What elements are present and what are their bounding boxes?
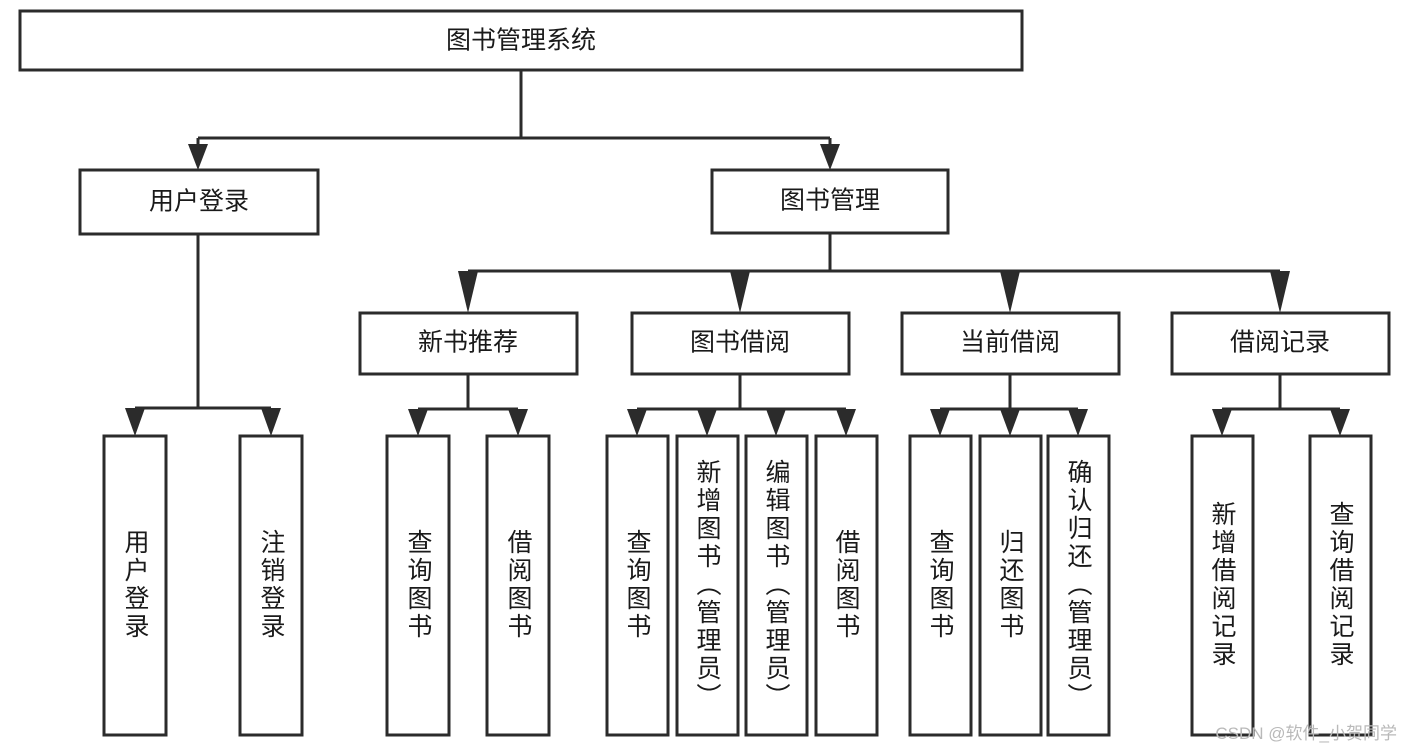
node-leaf7[interactable]: 编辑图书（管理员） [744, 434, 809, 737]
node-leaf9-box[interactable] [908, 434, 973, 737]
csdn-watermark: CSDN @软件_小贺同学 [1215, 724, 1397, 743]
node-leaf13-label: 查询借阅记录 [1326, 501, 1355, 669]
node-leaf13[interactable]: 查询借阅记录 [1308, 434, 1373, 737]
node-root-label: 图书管理系统 [446, 27, 596, 55]
node-leaf10[interactable]: 归还图书 [978, 434, 1043, 737]
node-leaf1-label: 用户登录 [121, 529, 150, 641]
arrow-to-leaf11 [1068, 409, 1088, 436]
node-current-box[interactable] [900, 311, 1121, 376]
node-leaf12-box[interactable] [1190, 434, 1255, 737]
arrow-to-leaf2 [261, 408, 281, 436]
arrow-to-records [1270, 271, 1290, 313]
node-leaf2-label: 注销登录 [257, 529, 286, 641]
node-root[interactable]: 图书管理系统 [18, 9, 1024, 72]
arrow-to-leaf1 [125, 408, 145, 436]
arrow-to-leaf8 [836, 409, 856, 436]
node-leaf11-label: 确认归还（管理员） [1064, 459, 1093, 711]
node-leaf4-label: 借阅图书 [504, 529, 533, 641]
node-leaf1-box[interactable] [102, 434, 168, 737]
node-leaf11[interactable]: 确认归还（管理员） [1046, 434, 1111, 737]
node-leaf3-label: 查询图书 [404, 529, 433, 641]
connector-group-login [125, 234, 281, 436]
arrow-to-leaf6 [697, 409, 717, 436]
node-borrow-box[interactable] [630, 311, 851, 376]
node-login[interactable]: 用户登录 [78, 168, 320, 236]
node-leaf11-box[interactable] [1046, 434, 1111, 737]
node-leaf8[interactable]: 借阅图书 [814, 434, 879, 737]
node-records-label: 借阅记录 [1230, 329, 1330, 357]
node-root-box[interactable] [18, 9, 1024, 72]
node-leaf9-label: 查询图书 [926, 529, 955, 641]
node-newbook-box[interactable] [358, 311, 579, 376]
arrow-to-leaf13 [1330, 409, 1350, 436]
node-leaf3[interactable]: 查询图书 [385, 434, 451, 737]
node-login-label: 用户登录 [149, 188, 249, 216]
arrow-to-borrow [730, 271, 750, 313]
node-leaf3-box[interactable] [385, 434, 451, 737]
node-leaf9[interactable]: 查询图书 [908, 434, 973, 737]
node-leaf5[interactable]: 查询图书 [605, 434, 670, 737]
node-leaf5-label: 查询图书 [623, 529, 652, 641]
node-login-box[interactable] [78, 168, 320, 236]
node-leaf4[interactable]: 借阅图书 [485, 434, 551, 737]
connector-group-newbook [408, 374, 528, 436]
node-leaf7-label: 编辑图书（管理员） [762, 459, 791, 711]
arrow-to-leaf7 [766, 409, 786, 436]
arrow-to-current [1000, 271, 1020, 313]
node-leaf6-label: 新增图书（管理员） [693, 459, 722, 711]
node-leaf8-box[interactable] [814, 434, 879, 737]
connector-group-current [930, 374, 1088, 436]
connector-group-root [188, 70, 840, 170]
node-leaf10-box[interactable] [978, 434, 1043, 737]
node-leaf5-box[interactable] [605, 434, 670, 737]
arrow-to-leaf12 [1212, 409, 1232, 436]
node-leaf2[interactable]: 注销登录 [238, 434, 304, 737]
connector-group-bookmgmt [458, 233, 1290, 313]
node-leaf6-box[interactable] [675, 434, 740, 737]
arrow-to-bookmgmt [820, 144, 840, 170]
connector-group-borrow [627, 374, 856, 436]
node-borrow-label: 图书借阅 [690, 329, 790, 357]
node-borrow[interactable]: 图书借阅 [630, 311, 851, 376]
node-bookmgmt[interactable]: 图书管理 [710, 168, 950, 235]
arrow-to-login [188, 144, 208, 170]
node-current-label: 当前借阅 [960, 329, 1060, 357]
node-leaf12-label: 新增借阅记录 [1208, 501, 1237, 669]
node-newbook-label: 新书推荐 [418, 329, 518, 357]
node-leaf8-label: 借阅图书 [832, 529, 861, 641]
arrow-to-leaf5 [627, 409, 647, 436]
node-leaf4-box[interactable] [485, 434, 551, 737]
node-bookmgmt-box[interactable] [710, 168, 950, 235]
node-newbook[interactable]: 新书推荐 [358, 311, 579, 376]
node-records[interactable]: 借阅记录 [1170, 311, 1391, 376]
node-leaf2-box[interactable] [238, 434, 304, 737]
arrow-to-leaf4 [508, 409, 528, 436]
node-leaf12[interactable]: 新增借阅记录 [1190, 434, 1255, 737]
connector-group-records [1212, 374, 1350, 436]
node-leaf6[interactable]: 新增图书（管理员） [675, 434, 740, 737]
arrow-to-leaf9 [930, 409, 950, 436]
node-leaf10-label: 归还图书 [996, 529, 1025, 641]
arrow-to-leaf10 [1000, 409, 1020, 436]
node-records-box[interactable] [1170, 311, 1391, 376]
node-leaf1[interactable]: 用户登录 [102, 434, 168, 737]
node-current[interactable]: 当前借阅 [900, 311, 1121, 376]
node-leaf13-box[interactable] [1308, 434, 1373, 737]
arrow-to-leaf3 [408, 409, 428, 436]
arrow-to-newbook [458, 271, 478, 313]
node-leaf7-box[interactable] [744, 434, 809, 737]
node-bookmgmt-label: 图书管理 [780, 187, 880, 215]
